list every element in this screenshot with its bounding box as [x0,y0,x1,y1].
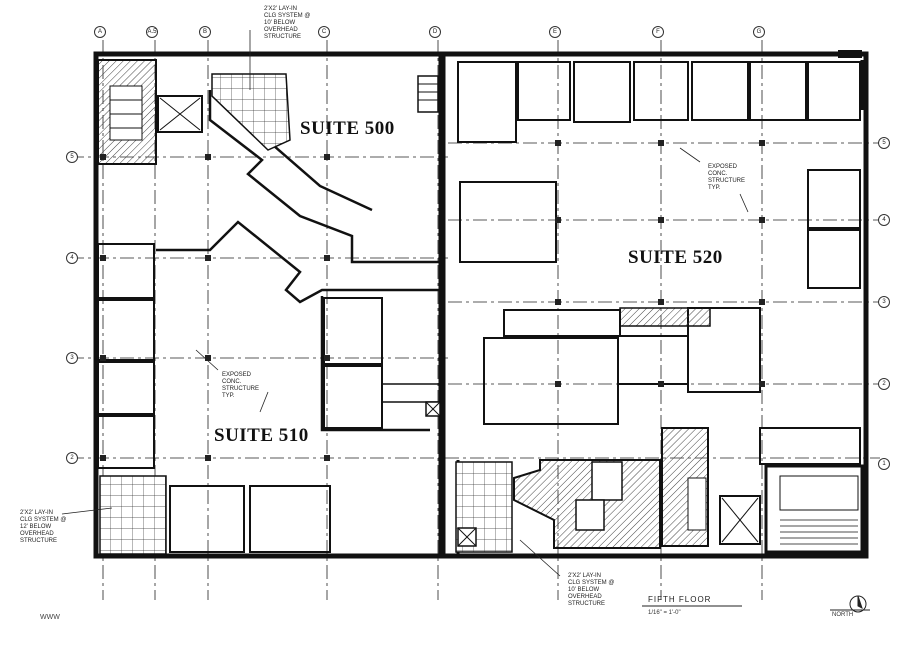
core-south [455,427,864,554]
exposed-structure-note-510: EXPOSED CONC. STRUCTURE TYP. [222,372,259,399]
offices-520-north [457,61,861,465]
grid-tag-col-b: B [199,26,211,38]
grid-tag-row-right-3: 3 [878,296,890,308]
note-leaders [61,30,749,577]
corridor-walls [156,89,441,432]
stair-500 [417,75,439,113]
drawing-scale: 1/16" = 1'-0" [648,610,681,616]
row-grid-lines [70,142,880,459]
north-label: NORTH [832,612,854,618]
grid-tag-row-right-4: 4 [878,214,890,226]
stair-core-nw [97,59,203,165]
suite-520-label: SUITE 520 [628,247,723,268]
suite-500-label: SUITE 500 [300,118,395,139]
grid-tag-row-left-5: 5 [66,151,78,163]
grid-tag-row-left-2: 2 [66,452,78,464]
grid-tag-row-right-5: 5 [878,137,890,149]
ceiling-note-left: 2'x2' LAY-IN CLG SYSTEM @ 12' BELOW OVER… [20,510,67,544]
grid-tag-row-right-2: 2 [878,378,890,390]
grid-tag-col-a5: A.5 [146,26,158,38]
north-arrow-icon [830,595,870,613]
hatched-strip-520 [619,307,711,327]
floor-title: FIFTH FLOOR [648,595,712,604]
corner-mark: WWW [40,614,60,621]
exposed-structure-note-520: EXPOSED CONC. STRUCTURE TYP. [708,164,745,191]
grid-tag-col-g: G [753,26,765,38]
grid-tag-row-left-4: 4 [66,252,78,264]
grid-tag-col-d: D [429,26,441,38]
suite-510-label: SUITE 510 [214,425,309,446]
grid-tag-row-left-3: 3 [66,352,78,364]
ceiling-grid-510 [99,475,167,555]
grid-tag-col-c: C [318,26,330,38]
structural-columns [100,140,765,461]
offices-510-west [97,243,331,553]
grid-tag-col-e: E [549,26,561,38]
grid-tag-col-f: F [652,26,664,38]
ceiling-note-bottom: 2'x2' LAY-IN CLG SYSTEM @ 10' BELOW OVER… [568,573,615,607]
grid-tag-row-right-1: 1 [878,458,890,470]
ceiling-grid-500 [211,73,291,151]
ceiling-note-top: 2'x2' LAY-IN CLG SYSTEM @ 10' BELOW OVER… [264,6,311,40]
grid-tag-col-a: A [94,26,106,38]
